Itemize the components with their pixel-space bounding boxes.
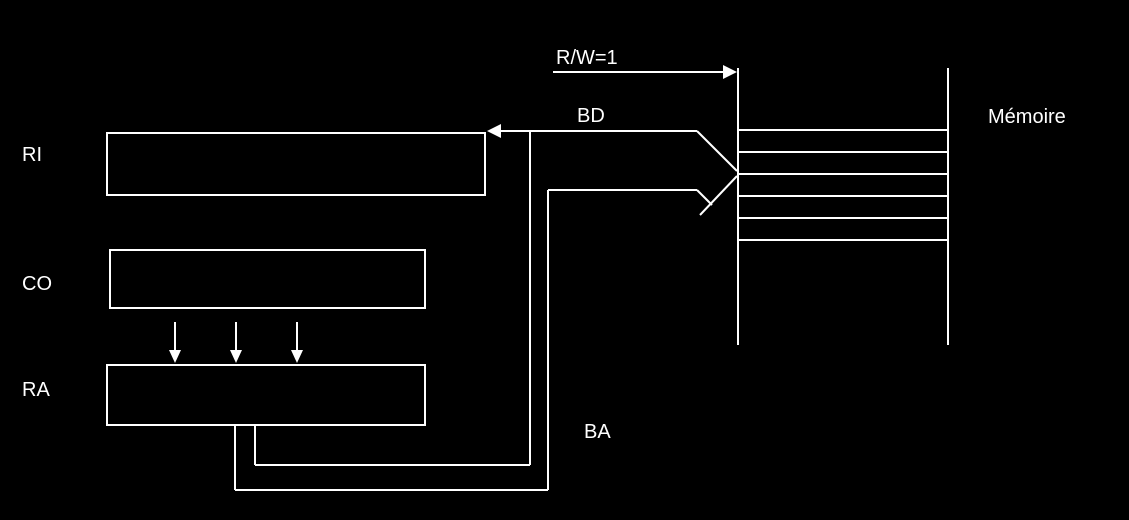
bus-diagonal-top bbox=[696, 130, 738, 172]
rw-arrow bbox=[553, 65, 737, 79]
memory-label: Mémoire bbox=[988, 106, 1066, 128]
ri-register-box bbox=[106, 132, 486, 196]
rw-signal-label: R/W=1 bbox=[556, 47, 618, 69]
memory-cell-lines bbox=[738, 129, 948, 241]
bd-bus-label: BD bbox=[577, 105, 605, 127]
co-to-ra-arrow-3 bbox=[291, 322, 303, 363]
co-label: CO bbox=[22, 273, 52, 295]
ra-register-box bbox=[106, 364, 426, 426]
bus-diagonal-short bbox=[696, 189, 713, 206]
ba-bus-label: BA bbox=[584, 421, 611, 443]
bus-diagonal-bottom bbox=[699, 175, 738, 216]
co-to-ra-arrow-1 bbox=[169, 322, 181, 363]
bd-bus-arrow bbox=[487, 124, 697, 138]
co-to-ra-arrow-2 bbox=[230, 322, 242, 363]
ba-bus-path bbox=[234, 131, 549, 491]
co-register-box bbox=[109, 249, 426, 309]
ra-label: RA bbox=[22, 379, 50, 401]
ri-label: RI bbox=[22, 144, 42, 166]
